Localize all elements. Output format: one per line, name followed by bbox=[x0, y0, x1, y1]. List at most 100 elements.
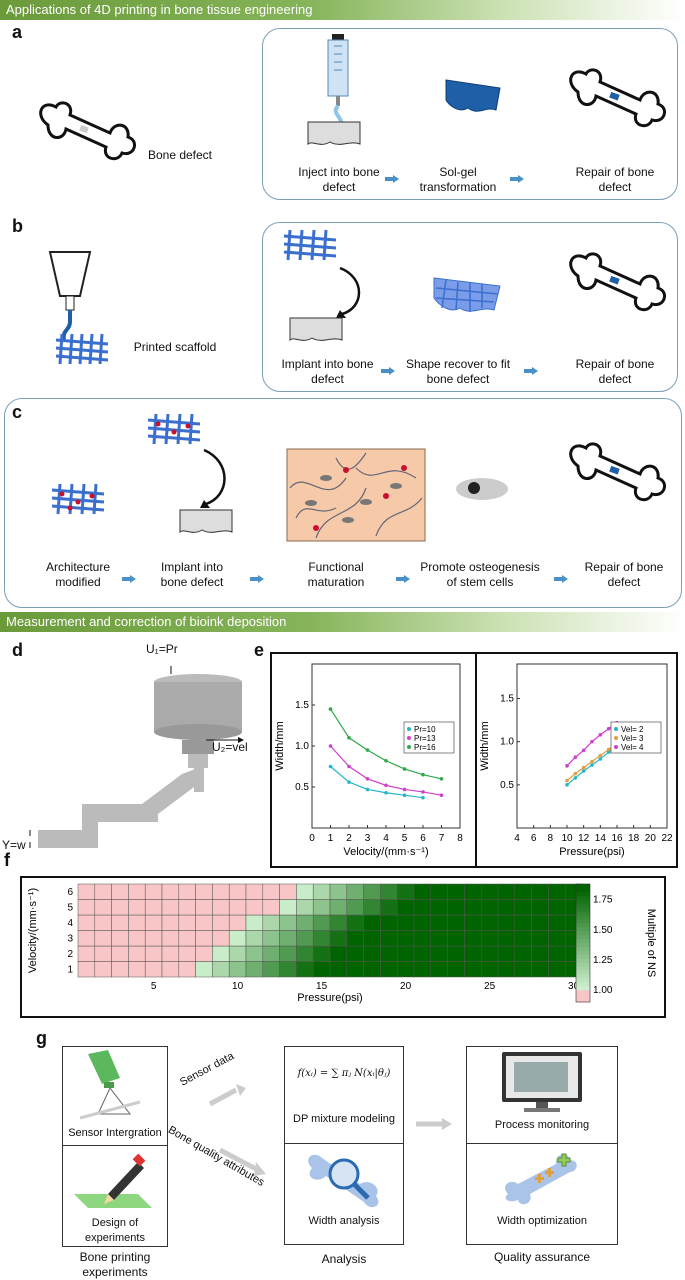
monitor-icon bbox=[502, 1052, 582, 1112]
heatmap-cell bbox=[413, 930, 432, 947]
colorbar-segment bbox=[576, 895, 590, 901]
width-analysis-label: Width analysis bbox=[308, 1215, 380, 1227]
heatmap-cell bbox=[77, 883, 96, 900]
syringe-illustration bbox=[307, 34, 361, 146]
heatmap-cell bbox=[548, 961, 566, 978]
step-arrow-icon bbox=[396, 575, 410, 583]
heatmap-cell bbox=[329, 945, 348, 962]
heatmap-cell bbox=[245, 899, 264, 916]
heatmap-cell bbox=[380, 930, 398, 947]
data-point bbox=[606, 750, 611, 754]
heatmap-cell bbox=[447, 883, 465, 900]
stem-cell-illustration bbox=[456, 478, 508, 500]
heatmap-cell bbox=[111, 883, 129, 900]
heatmap-cell bbox=[296, 930, 314, 947]
x-axis-label: Velocity/(mm·s⁻¹) bbox=[343, 846, 428, 858]
colorbar-segment bbox=[576, 986, 590, 991]
heatmap-cell bbox=[296, 883, 314, 900]
heatmap-cell bbox=[212, 930, 230, 947]
heatmap-cell bbox=[77, 914, 96, 931]
colorbar-segment bbox=[576, 974, 590, 979]
colorbar-tick-label: 1.25 bbox=[593, 955, 613, 966]
colorbar-label: Multiple of NS bbox=[645, 909, 657, 977]
architecture-step-label: Architecture modified bbox=[45, 560, 111, 589]
heatmap-cell bbox=[312, 961, 331, 978]
heatmap-cell bbox=[195, 899, 213, 916]
colorbar-tick-label: 1.00 bbox=[593, 985, 613, 996]
heatmap-cell bbox=[245, 945, 264, 962]
heatmap-cell bbox=[312, 945, 331, 962]
heatmap-cell bbox=[531, 883, 549, 900]
flow-arrow-icon bbox=[416, 1118, 452, 1130]
y-tick-label: 0.5 bbox=[295, 782, 309, 793]
x-tick-label: 30 bbox=[568, 981, 580, 992]
heatmap-cell bbox=[531, 961, 549, 978]
printer-nozzle-illustration bbox=[48, 251, 92, 341]
flow-arrows-icon bbox=[208, 1084, 266, 1176]
heatmap-cell bbox=[346, 930, 364, 947]
heatmap-cell bbox=[195, 930, 213, 947]
data-point bbox=[421, 795, 425, 800]
legend-entry: Vel= 4 bbox=[621, 743, 644, 752]
heatmap-cell bbox=[128, 883, 146, 900]
heatmap-cell bbox=[531, 899, 549, 916]
data-point bbox=[590, 739, 594, 744]
data-point bbox=[439, 793, 444, 797]
heatmap-cell bbox=[447, 914, 465, 931]
input-pressure-label: U₁=Pr bbox=[146, 642, 178, 656]
legend-marker bbox=[614, 736, 618, 740]
x-tick-label: 2 bbox=[346, 833, 352, 844]
data-point bbox=[365, 787, 370, 792]
heatmap-cell bbox=[128, 914, 146, 931]
colorbar-segment bbox=[576, 919, 590, 924]
implant-illustration bbox=[283, 229, 361, 342]
heatmap-cell bbox=[447, 945, 465, 962]
heatmap-cell bbox=[329, 883, 348, 900]
legend-box bbox=[610, 721, 662, 754]
x-tick-label: 5 bbox=[402, 833, 408, 844]
x-tick-label: 20 bbox=[400, 981, 412, 992]
x-tick-label: 8 bbox=[457, 833, 463, 844]
nozzle-model-diagram bbox=[29, 666, 244, 848]
colorbar-segment bbox=[576, 887, 590, 893]
series-line bbox=[330, 745, 442, 796]
data-point bbox=[365, 748, 370, 752]
implant-modified-illustration bbox=[147, 413, 233, 534]
repair-step-label-b: Repair of bone defect bbox=[575, 357, 655, 386]
inject-step-label: Inject into bone defect bbox=[298, 165, 380, 194]
data-point bbox=[581, 765, 586, 770]
legend-entry: Pr=10 bbox=[414, 725, 436, 734]
colorbar-segment bbox=[576, 899, 590, 905]
mixture-formula: f(xᵢ) = ∑ πⱼ N(xᵢ|θⱼ) bbox=[297, 1068, 391, 1079]
panel-label-d: d bbox=[12, 640, 23, 660]
data-point bbox=[421, 790, 425, 794]
printed-scaffold-label: Printed scaffold bbox=[133, 340, 217, 354]
data-point bbox=[598, 757, 603, 761]
process-monitoring-label: Process monitoring bbox=[494, 1119, 590, 1131]
heatmap-cell bbox=[144, 930, 163, 947]
data-point bbox=[598, 753, 603, 758]
heatmap-cell bbox=[447, 961, 465, 978]
heatmap-cell bbox=[228, 883, 247, 900]
y-tick-label: 0.5 bbox=[500, 780, 514, 791]
heatmap-cell bbox=[548, 883, 566, 900]
heatmap-cell bbox=[514, 945, 532, 962]
implant-step-label-c: Implant into bone defect bbox=[160, 560, 224, 589]
colorbar-segment bbox=[576, 943, 590, 948]
heatmap-cell bbox=[396, 961, 415, 978]
y-tick-label: 4 bbox=[67, 918, 73, 929]
data-point bbox=[421, 772, 425, 777]
heatmap-cell bbox=[94, 883, 112, 900]
heatmap-cell bbox=[128, 961, 146, 978]
colorbar-segment bbox=[576, 978, 590, 983]
heatmap-cell bbox=[514, 961, 532, 978]
legend-entry: Vel= 3 bbox=[621, 734, 644, 743]
heatmap-cell bbox=[464, 930, 482, 947]
heatmap-cell bbox=[262, 930, 280, 947]
data-point bbox=[347, 764, 351, 769]
data-point bbox=[384, 783, 388, 788]
heatmap-cell bbox=[212, 961, 230, 978]
heatmap-cell bbox=[380, 899, 398, 916]
implant-step-label-b: Implant into bone defect bbox=[281, 357, 374, 386]
